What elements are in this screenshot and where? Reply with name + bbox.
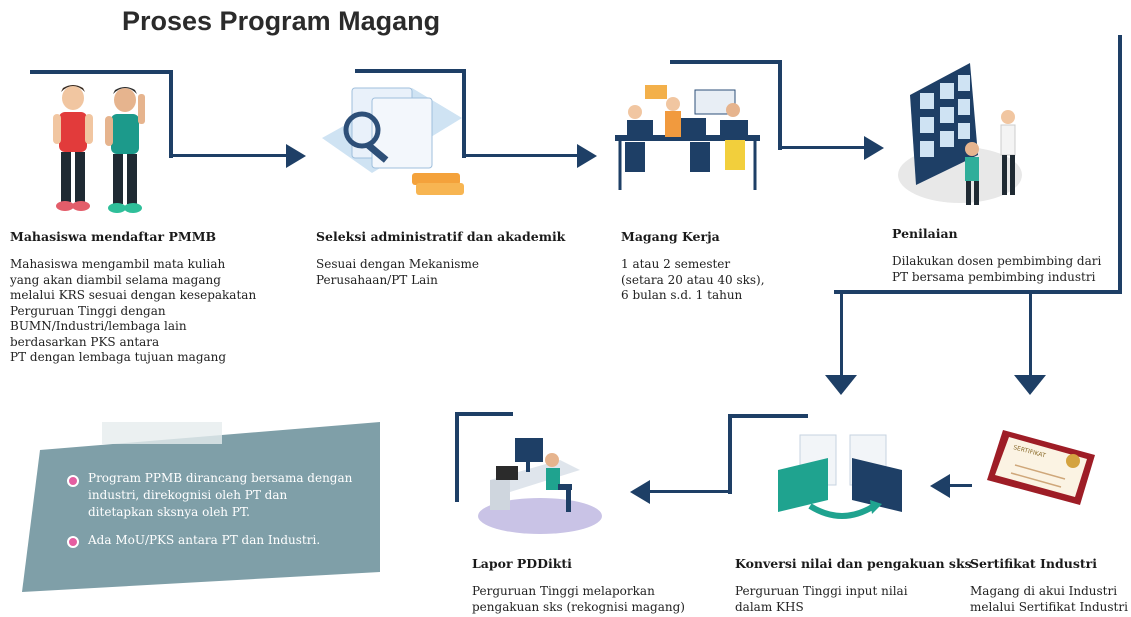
step-description: Perguruan Tinggi melaporkan pengakuan sk… — [472, 584, 685, 615]
connector-line — [840, 290, 843, 378]
note-item: Ada MoU/PKS antara PT dan Industri. — [88, 532, 320, 549]
page-title: Proses Program Magang — [122, 6, 441, 36]
connector-line — [670, 60, 782, 64]
connector-line — [834, 290, 1122, 294]
internship-work-illustration — [615, 85, 760, 190]
assessment-illustration — [898, 63, 1022, 205]
step-desc-line: dalam KHS — [735, 599, 804, 614]
step-desc-line: BUMN/Industri/lembaga lain — [10, 319, 187, 333]
step-description: 1 atau 2 semester (setara 20 atau 40 sks… — [621, 257, 765, 304]
notes-box: Program PPMB dirancang bersama dengan in… — [22, 422, 380, 592]
step-desc-line: berdasarkan PKS antara — [10, 334, 160, 349]
connector-line — [355, 69, 466, 73]
step-konversi-nilai: Konversi nilai dan pengakuan sks Perguru… — [735, 556, 972, 615]
note-bullet-icon — [67, 475, 79, 487]
step-magang-kerja: Magang Kerja 1 atau 2 semester (setara 2… — [621, 229, 765, 304]
step-desc-line: melalui KRS sesuai dengan kesepakatan — [10, 288, 257, 302]
note-line: Ada MoU/PKS antara PT dan Industri. — [88, 533, 321, 547]
note-line: Program PPMB dirancang bersama dengan — [88, 471, 353, 485]
step-penilaian: Penilaian Dilakukan dosen pembimbing dar… — [892, 226, 1101, 285]
step-desc-line: Magang di akui Industri — [970, 584, 1118, 598]
connector-line — [728, 414, 732, 494]
connector-line — [728, 414, 808, 418]
arrow-down-icon — [825, 375, 857, 395]
note-item: Program PPMB dirancang bersama dengan in… — [88, 470, 352, 521]
step-seleksi: Seleksi administratif dan akademik Sesua… — [316, 229, 565, 288]
step-title: Seleksi administratif dan akademik — [316, 229, 566, 244]
step-desc-line: melalui Sertifikat Industri — [970, 599, 1128, 614]
step-desc-line: Perguruan Tinggi dengan — [10, 303, 166, 318]
connector-line — [948, 484, 972, 487]
step-desc-line: Mahasiswa mengambil mata kuliah — [10, 257, 226, 271]
step-desc-line: PT dengan lembaga tujuan magang — [10, 350, 227, 364]
step-description: Magang di akui Industri melalui Sertifik… — [970, 584, 1128, 615]
connector-line — [462, 154, 577, 157]
step-lapor-pddikti: Lapor PDDikti Perguruan Tinggi melaporka… — [472, 556, 685, 615]
step-desc-line: Sesuai dengan Mekanisme — [316, 257, 479, 271]
connector-line — [169, 154, 287, 157]
connector-line — [462, 69, 466, 158]
step-title: Konversi nilai dan pengakuan sks — [735, 556, 972, 571]
arrow-left-icon — [630, 480, 650, 504]
arrow-right-icon — [577, 144, 597, 168]
step-description: Dilakukan dosen pembimbing dari PT bersa… — [892, 254, 1101, 285]
connector-line — [455, 412, 459, 502]
step-desc-line: pengakuan sks (rekognisi magang) — [472, 599, 685, 614]
connector-line — [778, 146, 864, 149]
note-bullet-icon — [67, 536, 79, 548]
step-title: Magang Kerja — [621, 229, 720, 244]
students-illustration — [53, 85, 145, 213]
step-desc-line: yang akan diambil selama magang — [10, 272, 221, 287]
step-title: Lapor PDDikti — [472, 556, 572, 571]
step-desc-line: 6 bulan s.d. 1 tahun — [621, 288, 743, 302]
conversion-illustration — [778, 434, 902, 519]
notes-box-background — [22, 422, 380, 592]
step-title: Mahasiswa mendaftar PMMB — [10, 229, 217, 244]
connector-line — [1029, 290, 1032, 378]
arrow-left-icon — [930, 474, 950, 498]
step-desc-line: PT bersama pembimbing industri — [892, 269, 1096, 284]
connector-line — [650, 490, 732, 493]
report-illustration — [478, 438, 602, 534]
connector-line — [1118, 35, 1122, 294]
arrow-right-icon — [864, 136, 884, 160]
step-desc-line: Perguruan Tinggi melaporkan — [472, 584, 655, 598]
arrow-down-icon — [1014, 375, 1046, 395]
connector-line — [30, 70, 173, 74]
connector-line — [455, 412, 513, 416]
step-description: Sesuai dengan Mekanisme Perusahaan/PT La… — [316, 257, 565, 288]
note-line: ditetapkan sksnya oleh PT. — [88, 505, 250, 519]
selection-illustration — [322, 87, 464, 195]
step-desc-line: Perusahaan/PT Lain — [316, 272, 438, 287]
arrow-right-icon — [286, 144, 306, 168]
connector-line — [778, 60, 782, 150]
step-mahasiswa-mendaftar: Mahasiswa mendaftar PMMB Mahasiswa menga… — [10, 229, 256, 366]
step-description: Perguruan Tinggi input nilai dalam KHS — [735, 584, 972, 615]
connector-line — [169, 70, 173, 158]
step-sertifikat-industri: Sertifikat Industri Magang di akui Indus… — [970, 556, 1128, 615]
step-desc-line: Dilakukan dosen pembimbing dari — [892, 254, 1102, 268]
certificate-illustration: SERTIFIKAT — [987, 430, 1095, 505]
step-title: Penilaian — [892, 226, 958, 241]
step-desc-line: (setara 20 atau 40 sks), — [621, 272, 765, 287]
note-line: industri, direkognisi oleh PT dan — [88, 488, 288, 502]
step-title: Sertifikat Industri — [970, 556, 1097, 571]
step-desc-line: Perguruan Tinggi input nilai — [735, 584, 908, 598]
step-description: Mahasiswa mengambil mata kuliah yang aka… — [10, 257, 256, 366]
step-desc-line: 1 atau 2 semester — [621, 257, 731, 271]
